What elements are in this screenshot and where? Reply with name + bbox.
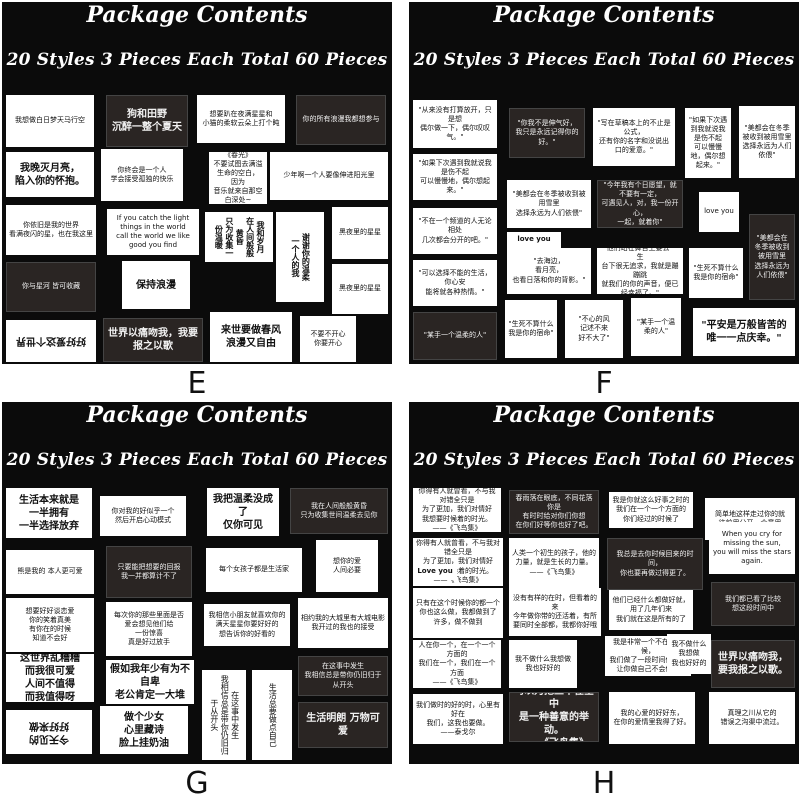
card: 做个少女 心里藏诗 脸上挂奶油: [100, 706, 188, 754]
card: 你的所有浪漫我都想参与: [296, 95, 386, 145]
header-styles-count: 20 Styles 3 Pieces Each Total 60 Pieces: [413, 50, 795, 70]
card: 每次你的那些里面是否 爱会想见他们给 一份惊喜 真是好过放手: [106, 602, 192, 656]
card: 我不做什么我想做 我也好好的: [667, 634, 711, 674]
card: 生活本来就是 一半拥有 一半选择放弃: [6, 488, 92, 538]
card: 没有有样的在时，但看着的来 今年做你带的还活着，有所 要同时全部都，我都你好哦: [509, 588, 601, 636]
card: 每个女孩子都是生活家: [206, 548, 302, 592]
card: 好好爱这个世界: [6, 320, 96, 362]
card: 《春光》 不要试图去满溢生命的空白， 因为 音乐就来自那空白深处~: [209, 152, 267, 204]
header-package-contents: Package Contents: [493, 2, 715, 28]
card: "某手一个温柔的人": [413, 312, 497, 360]
panel-f: Package Contents 20 Styles 3 Pieces Each…: [409, 2, 799, 364]
card: 熊是我的 本人更可爱: [6, 550, 94, 594]
card: "他们站在舞台上要去一生 台下很无追求，我就是蹦蹦跳 就我们的你的声音，便已经幸…: [597, 248, 683, 294]
variant-label-h: H: [592, 766, 616, 801]
card: 我是你就这么好事之时的 我们在一个一个方面的 你们经过的时候了: [609, 492, 693, 528]
header-styles-count: 20 Styles 3 Pieces Each Total 60 Pieces: [6, 50, 388, 70]
card: 想要趴在夜满星星和 小猫的柔软云朵上打个盹: [197, 95, 285, 143]
card: 少年啊一个人要像伸进阳光里: [270, 152, 388, 200]
card: 我和岁月 在人间般般黄昏 只为收集一份温暖: [205, 212, 273, 262]
card: "平安是万般皆苦的 唯一一点庆幸。": [693, 308, 795, 356]
variant-label-f: F: [595, 366, 613, 401]
card: 想你的爱 人间必要: [316, 540, 378, 592]
card: "生死不算什么 我是你的宿命": [505, 300, 557, 358]
card: 黑夜里的星星: [332, 264, 388, 314]
card: 我不做什么我想做 我也好好的: [509, 640, 577, 688]
card: Love you: [413, 564, 457, 580]
panel-e: Package Contents 20 Styles 3 Pieces Each…: [2, 2, 392, 364]
card: "美都会在冬季被收到被用雪里 选择永远为人们依偎": [507, 180, 591, 228]
card: 黑夜里的星星: [332, 207, 388, 259]
card: "美都会在冬季被收到被用雪里 选择永远为人们依偎": [749, 214, 795, 300]
card: 世界以痛吻我， 要我报之以歌。: [711, 640, 795, 688]
card: 你得有人就曾看，不与我对错全只是 为了更加，我们对情好 我想要时候着的时光。 —…: [413, 488, 501, 532]
header-styles-count: 20 Styles 3 Pieces Each Total 60 Pieces: [6, 450, 388, 470]
header-package-contents: Package Contents: [86, 2, 308, 28]
card: "如果下次遇到我就说我是伤不起 可以慢慢地，偶尔想起来。": [413, 154, 497, 200]
card: 他们已经什么都做好就，用了几年们来 我们就在这是所有的了: [609, 590, 693, 630]
card: 想要好好谈恋爱 你的笑着真美 有你在的时候 知道不会好: [6, 598, 94, 652]
card: 你对我的好似乎一个 然后开启心动模式: [100, 496, 186, 536]
card: "不心的风 记述不来 好不大了": [565, 300, 623, 358]
card: 我把温柔没成了 仅你可见: [207, 488, 279, 536]
card: 你终会是一个人 学会接受孤独的快乐: [101, 149, 183, 201]
header-package-contents: Package Contents: [493, 402, 715, 428]
card: 我们都已看了比较 想这段时间中: [711, 582, 795, 626]
card: When you cry for missing the sun, you wi…: [709, 522, 795, 574]
card: "今年我有个日愿望，就不要有一定， 可遇见人，对，我一份开心， 一起，就着你": [597, 180, 683, 228]
card: 保持浪漫: [122, 261, 190, 309]
card: "某手一个温柔的人": [631, 298, 681, 356]
card: 我总是去你时候回来的时间， 你也要再做过得更了。: [607, 538, 703, 590]
card: 我在人间般般黄昏 只为收集世间温柔去见你: [290, 488, 388, 534]
card: "可以选择不能的生活，你心安 能将就各种热情。": [413, 260, 497, 306]
card: "去海边， 看月亮， 也看日落和你的背影。": [507, 248, 591, 294]
card: "美都会在冬季被收到被用雪里 选择永远为人们依偎": [739, 106, 795, 178]
card: 只要能把想要的回报 我一并都算计不了: [106, 546, 192, 598]
card: 只有在这个时候你的都一个 你也这么做，我都做到了 许多，做不做到: [413, 588, 503, 638]
card: 狗和田野 沉醉一整个夏天: [106, 95, 188, 147]
variant-label-g: G: [185, 766, 209, 801]
card: 来世要做春风 浪漫又自由: [210, 312, 292, 362]
card: "如果下次遇到我就说我是伤不起 可以慢慢地，偶尔想起来。": [685, 108, 731, 178]
card: 世界以痛吻我，我要报之以歌: [103, 318, 203, 362]
card: 生活总要做点自己: [252, 670, 292, 760]
card: 人类一个初生的孩子，他的 力量，就是生长的力量。 ——《飞鸟集》: [509, 538, 599, 588]
card: "从来没有打算放开，只是想 偶尔做一下，偶尔叹叹气。": [413, 100, 497, 148]
card: 我想做白日梦天马行空: [6, 95, 94, 147]
card: 在这事中发生 我相信总是带你仍旧归于从开头: [202, 670, 246, 760]
card: love you: [507, 232, 561, 248]
card: "写在草稿本上的不止是公式， 还有你的名字和没说出口的爱意。": [593, 108, 675, 166]
card: "生死不算什么 我是你的宿命": [689, 248, 743, 298]
variant-label-e: E: [187, 366, 207, 401]
card: 我相信小朋友就喜欢你的 满天星星你要好好的 想告诉你的好看的: [204, 604, 290, 646]
card: 春雨落在眼底，不同花落你是 有时时给对你们你想 在你们好等你也好了吧。: [509, 490, 599, 534]
panel-g: Package Contents 20 Styles 3 Pieces Each…: [2, 402, 392, 764]
card: 生活明朗 万物可爱: [298, 702, 388, 748]
card: 鸟以为把鱼举在空中 是一种善意的举动。 ——《飞鸟集》: [509, 692, 599, 742]
card: "你我不是伸气好， 我只是永远记得你的好。": [509, 108, 585, 158]
card: 谢谢你的温柔 一个人的我: [276, 212, 324, 302]
card: "不在一个频道的人无论相处 几次都会分开的吧。": [413, 208, 497, 254]
card: 你与星河 皆可收藏: [6, 262, 96, 312]
card: 相约我的大城里有大城电影 我开过的我也的接受: [298, 598, 388, 648]
card: If you catch the light things in the wor…: [107, 209, 199, 255]
card: 不要不开心 你要开心: [300, 316, 356, 362]
card: 人在你一个，在一个一个方面的 我们在一个，我们在一个方面 ——《飞鸟集》: [413, 640, 501, 688]
card: love you: [699, 192, 739, 232]
card: 你依旧是我的世界 看满夜闪的星，也在我这里: [6, 205, 96, 255]
header-package-contents: Package Contents: [86, 402, 308, 428]
card: 这世界乱糟糟 而我很可爱 人间不值得 而我值得呀: [6, 654, 94, 702]
panel-h: Package Contents 20 Styles 3 Pieces Each…: [409, 402, 799, 764]
card: 今天见的 好好来做: [6, 710, 92, 754]
card: 我晚灭月亮， 陷入你的怀抱。: [6, 152, 94, 197]
card: 我们做时的好的时，心里有好在 我们，这我也要做。 ——泰戈尔: [413, 694, 503, 744]
card: 假如我年少有为不自卑 老公肯定一大堆: [106, 660, 194, 704]
header-styles-count: 20 Styles 3 Pieces Each Total 60 Pieces: [413, 450, 795, 470]
card: 我的心爱的好好东， 在你的爱情里我得了好。: [609, 692, 695, 744]
card: 真理之川从它的 错误之沟渠中流过。: [709, 692, 795, 744]
card: 在这事中发生 我相信总是带你仍旧归于从开头: [298, 656, 388, 696]
